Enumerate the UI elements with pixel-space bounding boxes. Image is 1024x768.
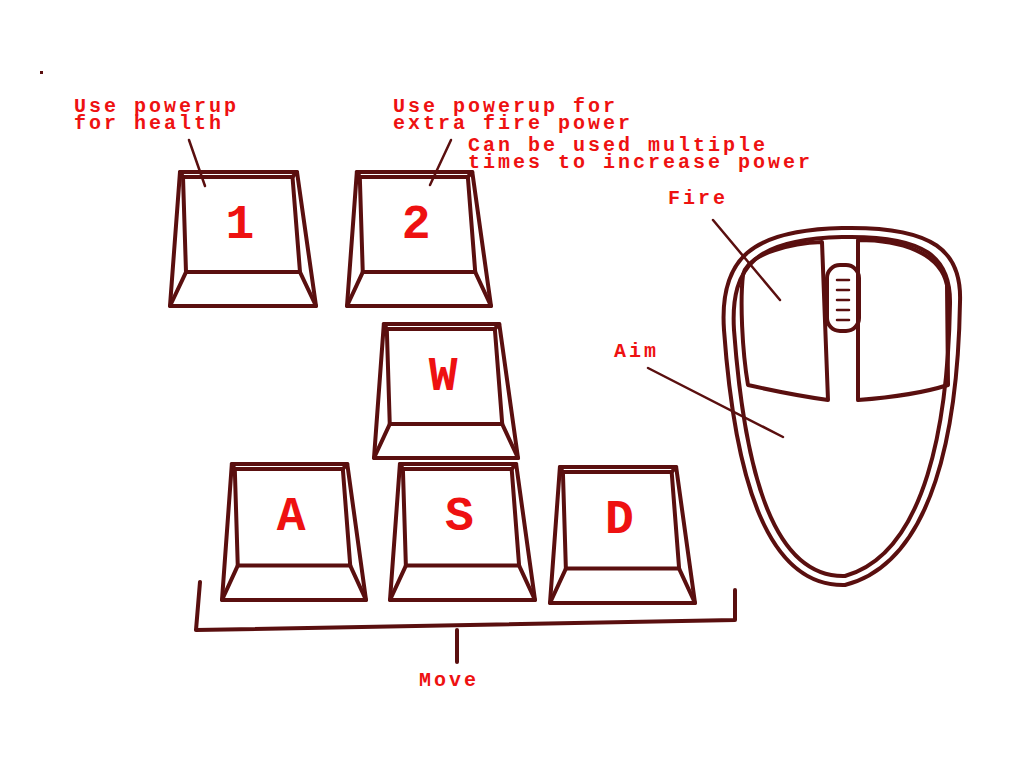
stray-dot — [40, 71, 43, 74]
key-cap: 2 — [345, 170, 493, 308]
key-outline-stroke — [347, 272, 363, 306]
key-outline-stroke — [519, 566, 535, 600]
key-outline-stroke — [502, 424, 518, 458]
key-outline-stroke — [350, 566, 366, 600]
key-outline-stroke — [390, 566, 406, 600]
callout-label: Fire — [668, 190, 748, 207]
key-cap: D — [548, 465, 697, 605]
mouse-drawing — [724, 228, 961, 585]
callout-label: Use powerup for health — [74, 98, 274, 132]
key-outline-stroke — [222, 566, 238, 600]
key-label: S — [403, 469, 516, 566]
bracket — [196, 582, 735, 630]
key-outline-stroke — [170, 272, 186, 306]
key-outline-stroke — [400, 464, 403, 469]
key-cap: W — [372, 322, 520, 460]
callout-label: Can be used multiple times to increase p… — [468, 137, 820, 171]
key-outline-stroke — [343, 464, 347, 469]
key-outline-stroke — [293, 172, 298, 177]
key-outline-stroke — [390, 464, 535, 600]
key-outline-stroke — [468, 172, 472, 177]
key-outline-stroke — [357, 172, 360, 177]
callout-label: Move — [419, 672, 499, 689]
key-label: A — [235, 469, 347, 566]
key-outline-stroke — [560, 467, 563, 472]
leader-line — [648, 368, 783, 437]
key-outline-stroke — [232, 464, 235, 469]
key-label: 1 — [183, 177, 297, 272]
key-outline-stroke — [475, 272, 491, 306]
key-outline-stroke — [222, 464, 366, 600]
key-outline-stroke — [360, 177, 475, 272]
key-outline-stroke — [180, 172, 183, 177]
leader-line — [189, 140, 205, 186]
callout-label: Use powerup for extra fire power — [393, 98, 643, 132]
callout-label: Aim — [614, 343, 684, 360]
leader-line — [713, 220, 780, 300]
key-outline-stroke — [235, 469, 350, 566]
key-outline-stroke — [550, 569, 566, 603]
key-cap: 1 — [168, 170, 318, 308]
key-outline-stroke — [347, 172, 491, 306]
key-cap: S — [388, 462, 537, 602]
key-outline-stroke — [679, 569, 695, 603]
key-outline-stroke — [374, 324, 518, 458]
key-outline-stroke — [300, 272, 316, 306]
key-label: W — [387, 329, 499, 424]
key-cap: A — [220, 462, 368, 602]
key-outline-stroke — [387, 329, 502, 424]
key-outline-stroke — [403, 469, 519, 566]
key-outline-stroke — [374, 424, 390, 458]
bracket-tick — [455, 630, 459, 662]
key-outline-stroke — [512, 464, 516, 469]
key-label: D — [563, 472, 676, 569]
key-outline-stroke — [550, 467, 695, 603]
key-outline-stroke — [183, 177, 300, 272]
key-label: 2 — [360, 177, 472, 272]
key-outline-stroke — [170, 172, 316, 306]
key-outline-stroke — [495, 324, 499, 329]
key-outline-stroke — [672, 467, 676, 472]
key-outline-stroke — [563, 472, 679, 569]
key-outline-stroke — [384, 324, 387, 329]
